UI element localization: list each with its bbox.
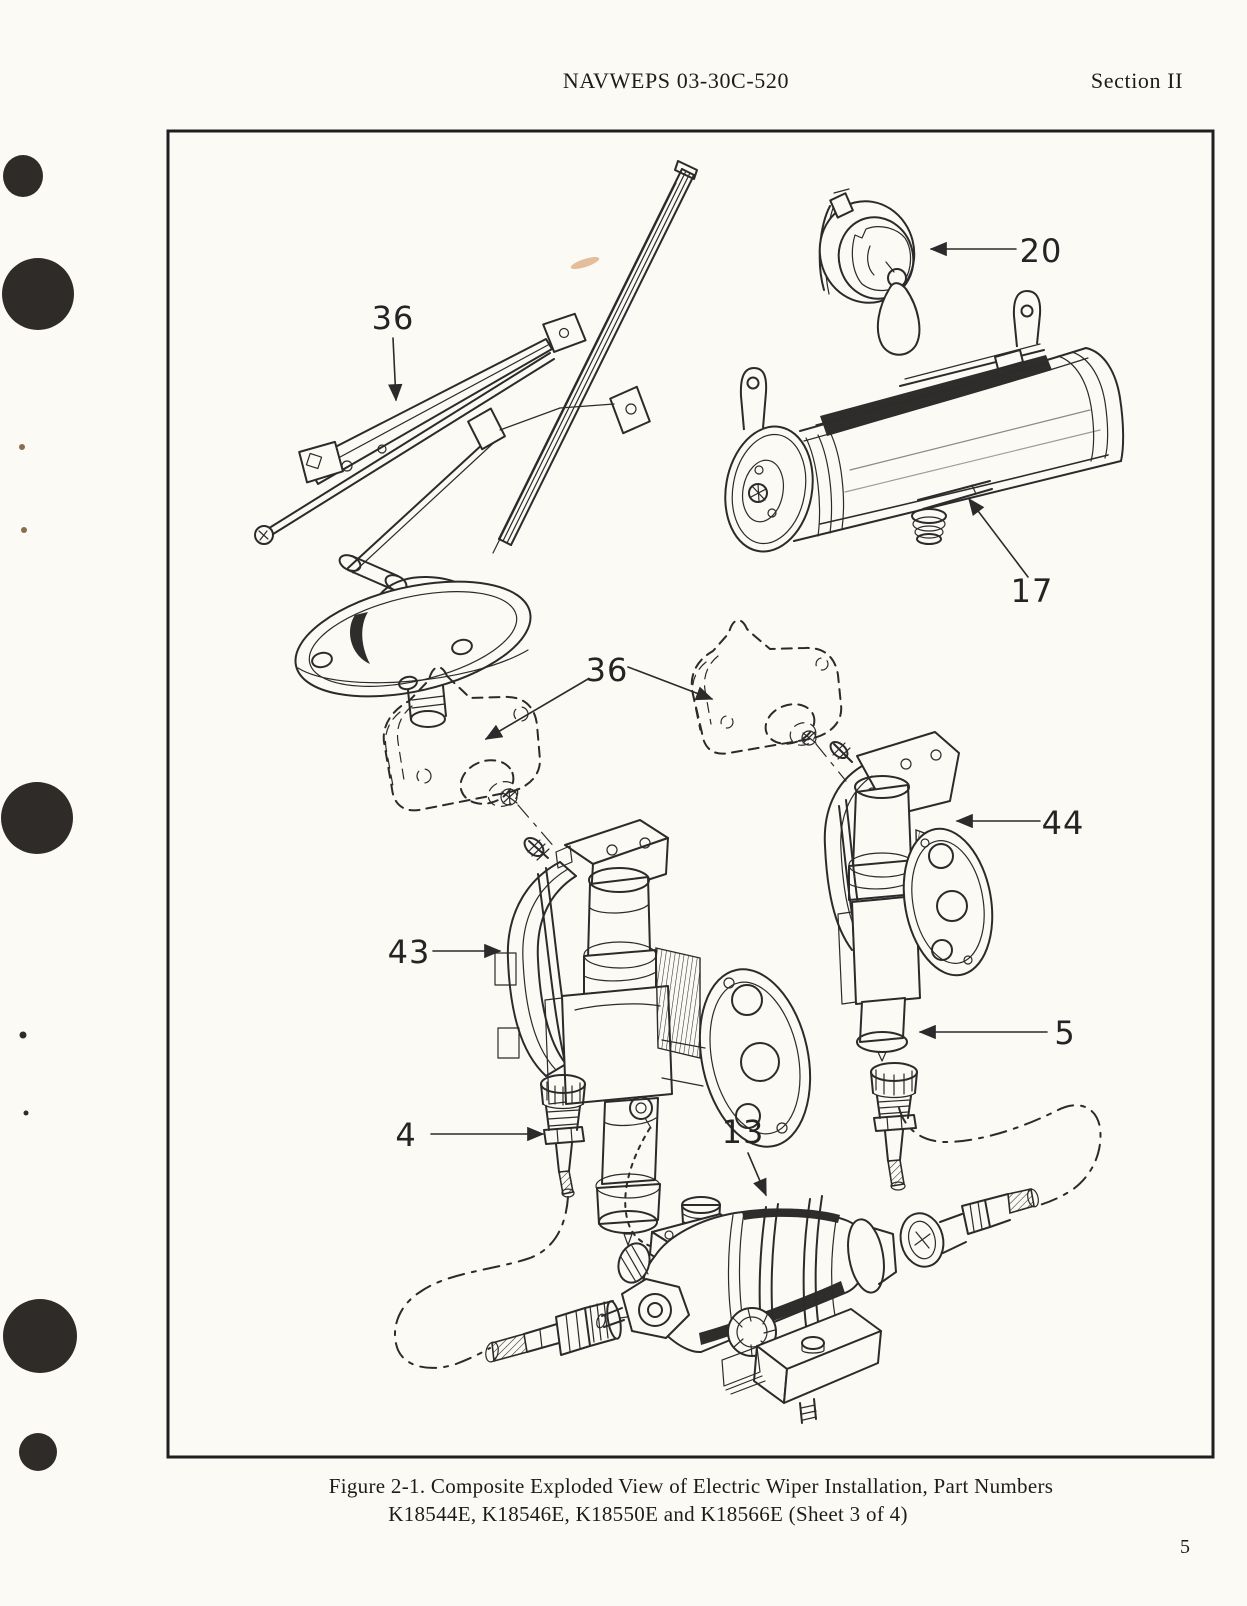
callout-36-middle: 36 (586, 651, 629, 689)
binding-hole (2, 258, 74, 330)
page-number: 5 (1180, 1536, 1190, 1558)
mounting-plate-right-illustration (690, 619, 847, 782)
callout-36-top: 36 (372, 299, 415, 337)
callout-4: 4 (395, 1116, 416, 1154)
binding-holes (1, 155, 600, 1471)
callout-36-middle-arrow-right (627, 666, 714, 701)
callout-13: 13 (722, 1113, 765, 1151)
callout-13-arrow (747, 1152, 767, 1197)
binding-hole (19, 1433, 57, 1471)
paper-smudge (570, 257, 600, 269)
wiper-arm-assembly-illustration (254, 160, 698, 728)
callout-36-top-arrow (388, 337, 403, 402)
shaft-fitting-5-illustration (870, 1062, 918, 1191)
figure-caption-line-2: K18544E, K18546E, K18550E and K18566E (S… (388, 1502, 908, 1526)
callout-17: 17 (1011, 572, 1054, 610)
paper-speck (19, 1031, 27, 1039)
binding-hole (3, 155, 43, 197)
paper-speck (21, 527, 27, 533)
callout-36-middle-arrow-left (484, 678, 589, 740)
callout-44: 44 (1042, 804, 1085, 842)
callout-17-arrow (968, 497, 1029, 578)
callout-20: 20 (1020, 232, 1063, 270)
callout-5: 5 (1054, 1014, 1075, 1052)
cable-end-fitting-right-illustration (899, 1188, 1039, 1268)
figure-border (166, 129, 1215, 1459)
figure-callouts: 36 20 17 36 43 44 5 4 13 (372, 232, 1085, 1197)
flexible-cable-right-illustration (898, 1104, 1102, 1207)
header-doc-number: NAVWEPS 03-30C-520 (563, 68, 789, 93)
mounting-plate-left-illustration (382, 666, 557, 850)
converter-cylinder-illustration (724, 290, 1125, 553)
binding-hole (3, 1299, 77, 1373)
cable-end-fitting-left-illustration (485, 1300, 649, 1363)
callout-43: 43 (388, 933, 431, 971)
motor-assembly-illustration (596, 1096, 897, 1424)
gearbox-44-illustration (823, 731, 994, 1062)
paper-speck (23, 1110, 29, 1116)
header-section: Section II (1091, 68, 1183, 93)
binding-hole (1, 782, 73, 854)
gearbox-43-illustration (494, 819, 812, 1246)
toggle-switch-illustration (818, 188, 921, 356)
figure-caption-line-1: Figure 2-1. Composite Exploded View of E… (329, 1474, 1053, 1498)
flexible-cable-left-illustration (394, 1196, 569, 1369)
paper-speck (19, 444, 25, 450)
